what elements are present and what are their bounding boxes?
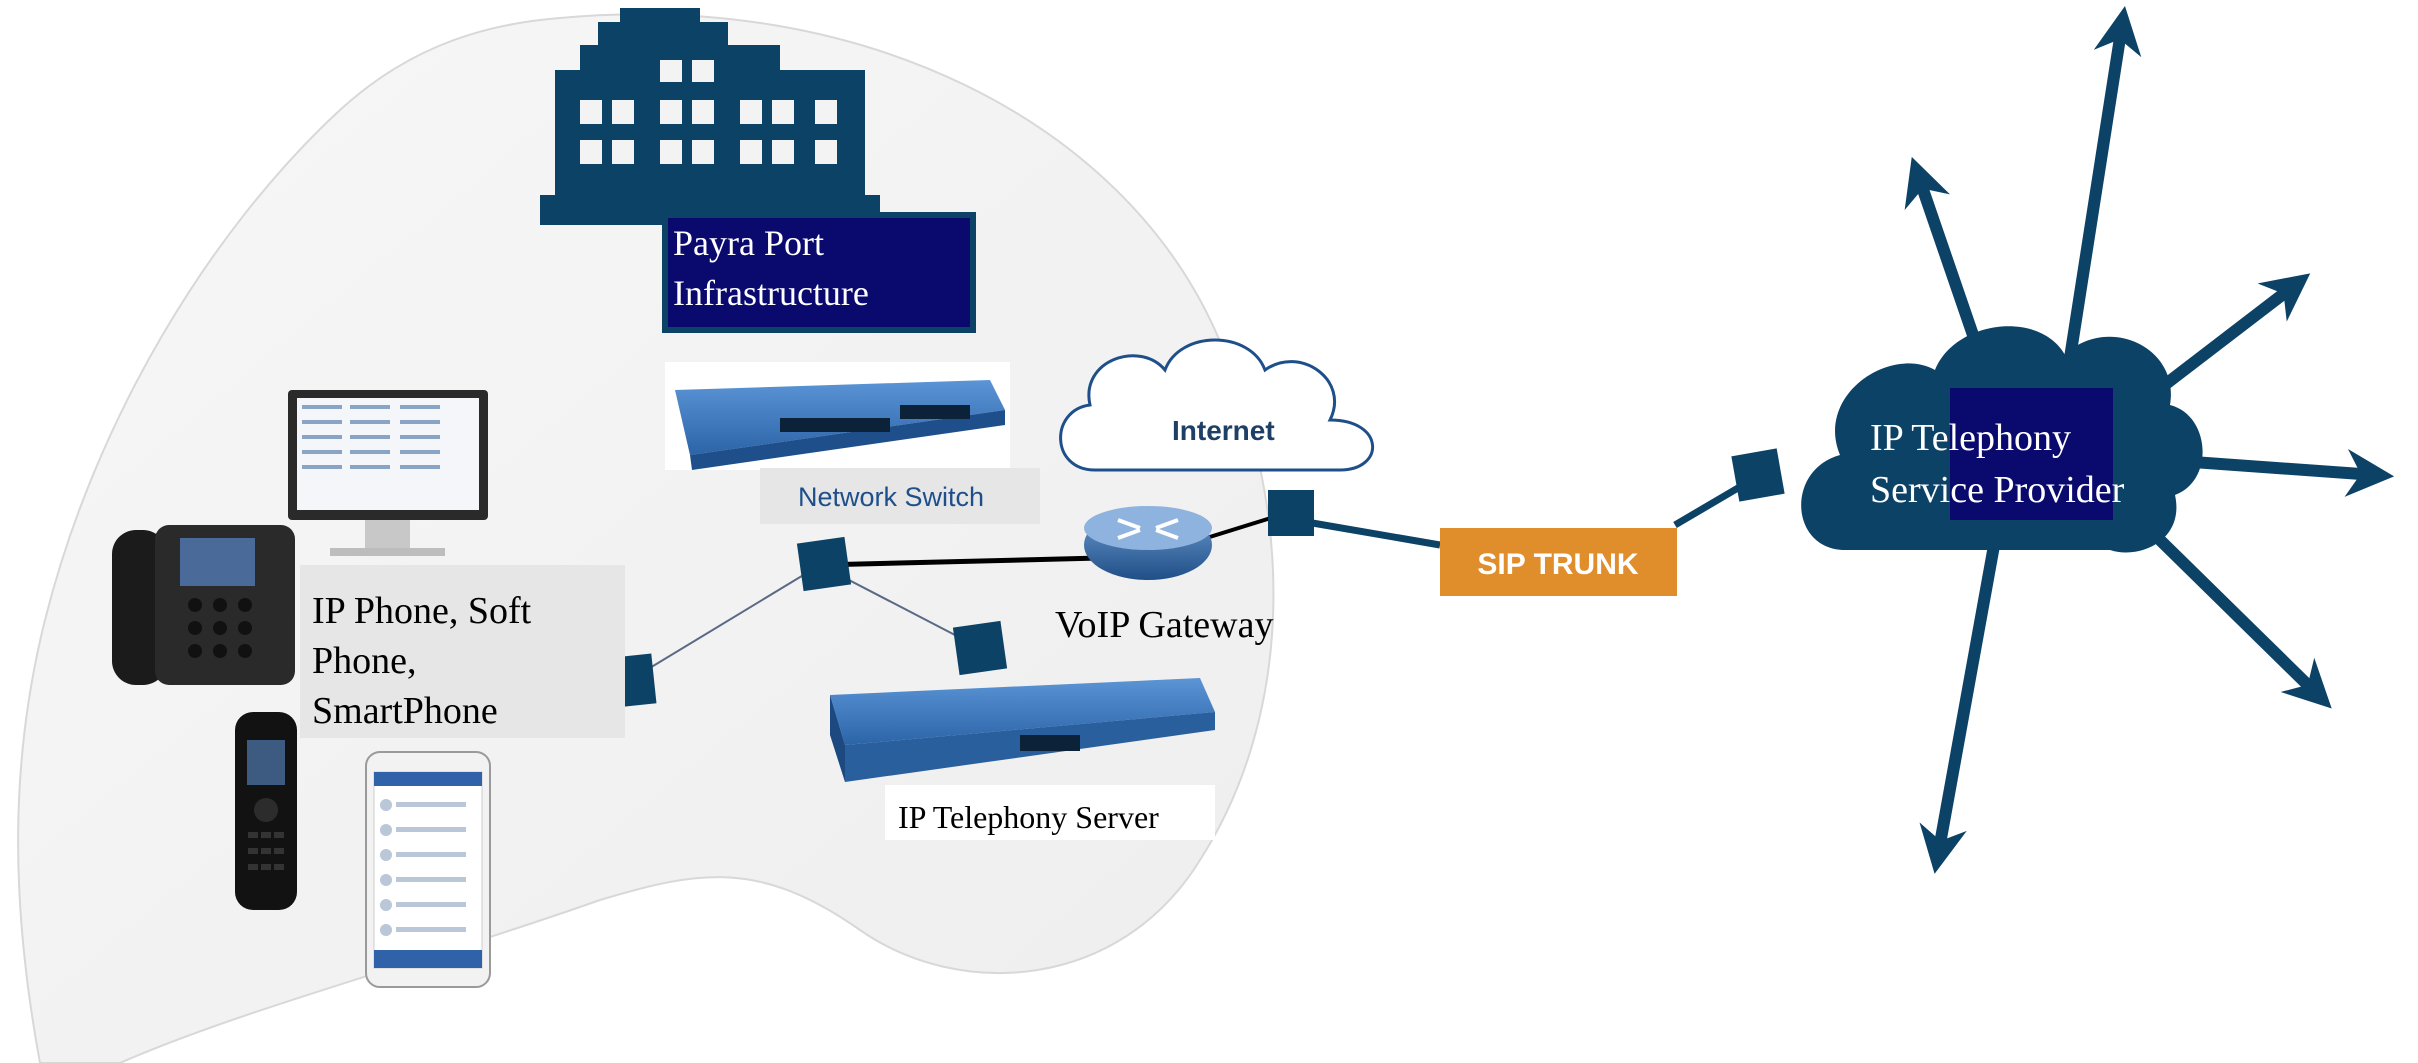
ip-telephony-server-icon [830,678,1215,782]
internet-cloud-icon [1059,338,1375,472]
network-switch-icon [665,362,1010,470]
endpoints-label-line1: IP Phone, Soft [312,590,532,632]
desk-phone-icon [112,525,295,685]
infrastructure-label-line2: Infrastructure [673,273,869,313]
monitor-icon [288,390,488,556]
ip-telephony-server-label: IP Telephony Server [898,799,1159,835]
wireless-handset-icon [235,712,297,910]
provider-label-box [1950,388,2113,520]
provider-label-line1: IP Telephony [1870,417,2071,459]
voip-gateway-label: VoIP Gateway [1055,604,1273,646]
link-node-server [952,620,1008,676]
link-node-gateway [1268,490,1314,536]
provider-label-line2: Service Provider [1870,469,2125,511]
infrastructure-label: Payra Port Infrastructure [662,212,976,333]
ip-telephony-server-label-bg [885,785,1215,840]
link-node-switch [796,536,852,592]
voip-router-icon [1084,506,1212,580]
sip-trunk-label: SIP TRUNK [1477,548,1638,581]
endpoints-label-line3: SmartPhone [312,690,498,732]
infrastructure-label-line1: Payra Port [673,223,824,263]
endpoints-label-line2: Phone, [312,640,417,682]
endpoints-label-bg [300,565,625,738]
internet-label: Internet [1172,415,1275,446]
network-switch-label: Network Switch [798,482,984,512]
network-switch-label-bg [760,468,1040,524]
smartphone-icon [365,751,491,988]
link-node-provider [1731,448,1785,502]
sip-trunk-badge: SIP TRUNK [1440,528,1677,596]
